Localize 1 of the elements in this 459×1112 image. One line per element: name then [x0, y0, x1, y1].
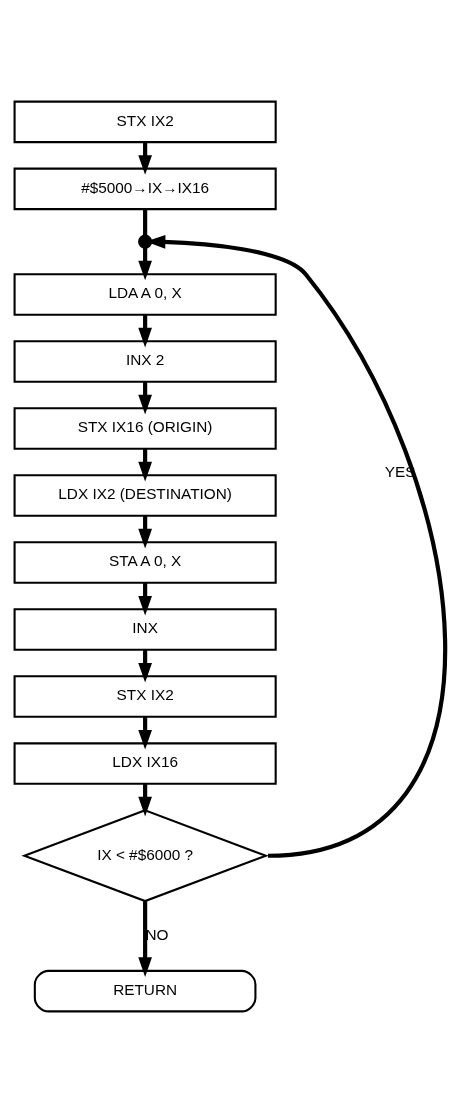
edge-label: NO	[144, 925, 168, 943]
